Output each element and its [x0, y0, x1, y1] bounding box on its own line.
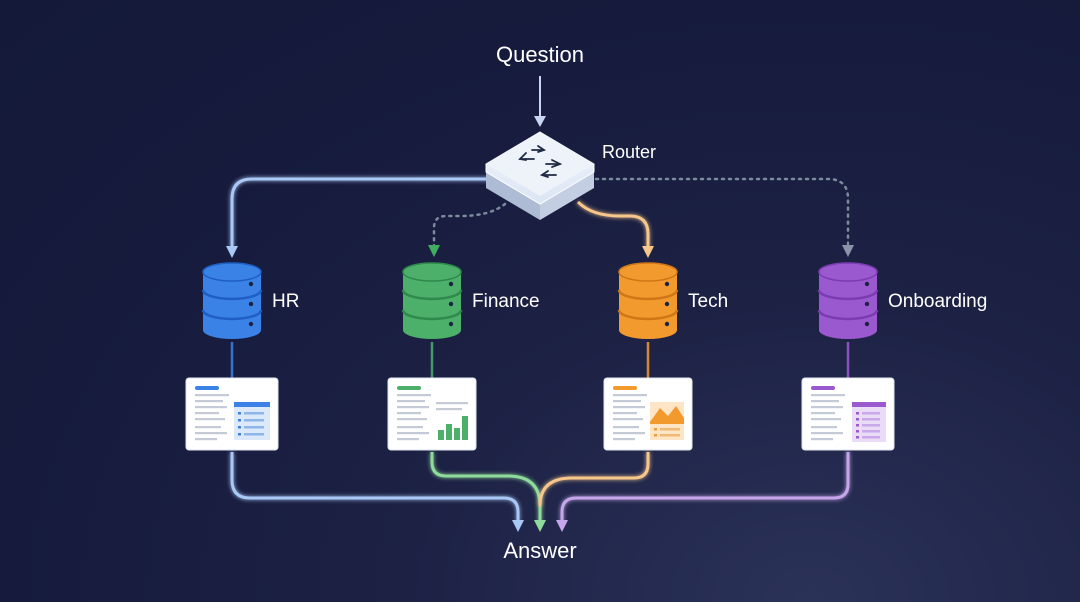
document-icon [603, 377, 693, 451]
database-icon [201, 262, 263, 339]
document-icon [387, 377, 477, 451]
source-label-onboarding: Onboarding [888, 291, 987, 312]
source-label-hr: HR [272, 291, 299, 312]
source-label-tech: Tech [688, 291, 728, 312]
database-icon [617, 262, 679, 339]
router-icon [485, 131, 595, 220]
merge-hr-arrowhead [512, 520, 524, 532]
document-icon [801, 377, 895, 451]
merge-finance [430, 452, 542, 522]
source-tech: Tech [603, 262, 728, 451]
route-hr-arrowhead [226, 246, 238, 258]
route-onboarding-arrowhead [842, 245, 854, 257]
source-onboarding: Onboarding [801, 262, 987, 451]
merge-hr [230, 452, 520, 522]
source-hr: HR [185, 262, 299, 451]
source-finance: Finance [387, 262, 540, 451]
answer-label: Answer [503, 538, 576, 563]
document-icon [185, 377, 279, 451]
database-icon [401, 262, 463, 339]
route-hr [230, 177, 495, 248]
route-finance-arrowhead [428, 245, 440, 257]
route-tech-arrowhead [642, 246, 654, 258]
question-label: Question [496, 42, 584, 67]
merge-tech [538, 452, 650, 507]
route-onboarding [594, 177, 850, 248]
route-tech [576, 200, 650, 248]
source-label-finance: Finance [472, 291, 540, 312]
merge-onboarding-arrowhead [556, 520, 568, 532]
route-finance [432, 202, 507, 248]
merge-onboarding [560, 452, 850, 522]
database-icon [817, 262, 879, 339]
question-arrowhead [534, 116, 546, 127]
merge-finance-arrowhead [534, 520, 546, 532]
router-label: Router [602, 142, 656, 162]
